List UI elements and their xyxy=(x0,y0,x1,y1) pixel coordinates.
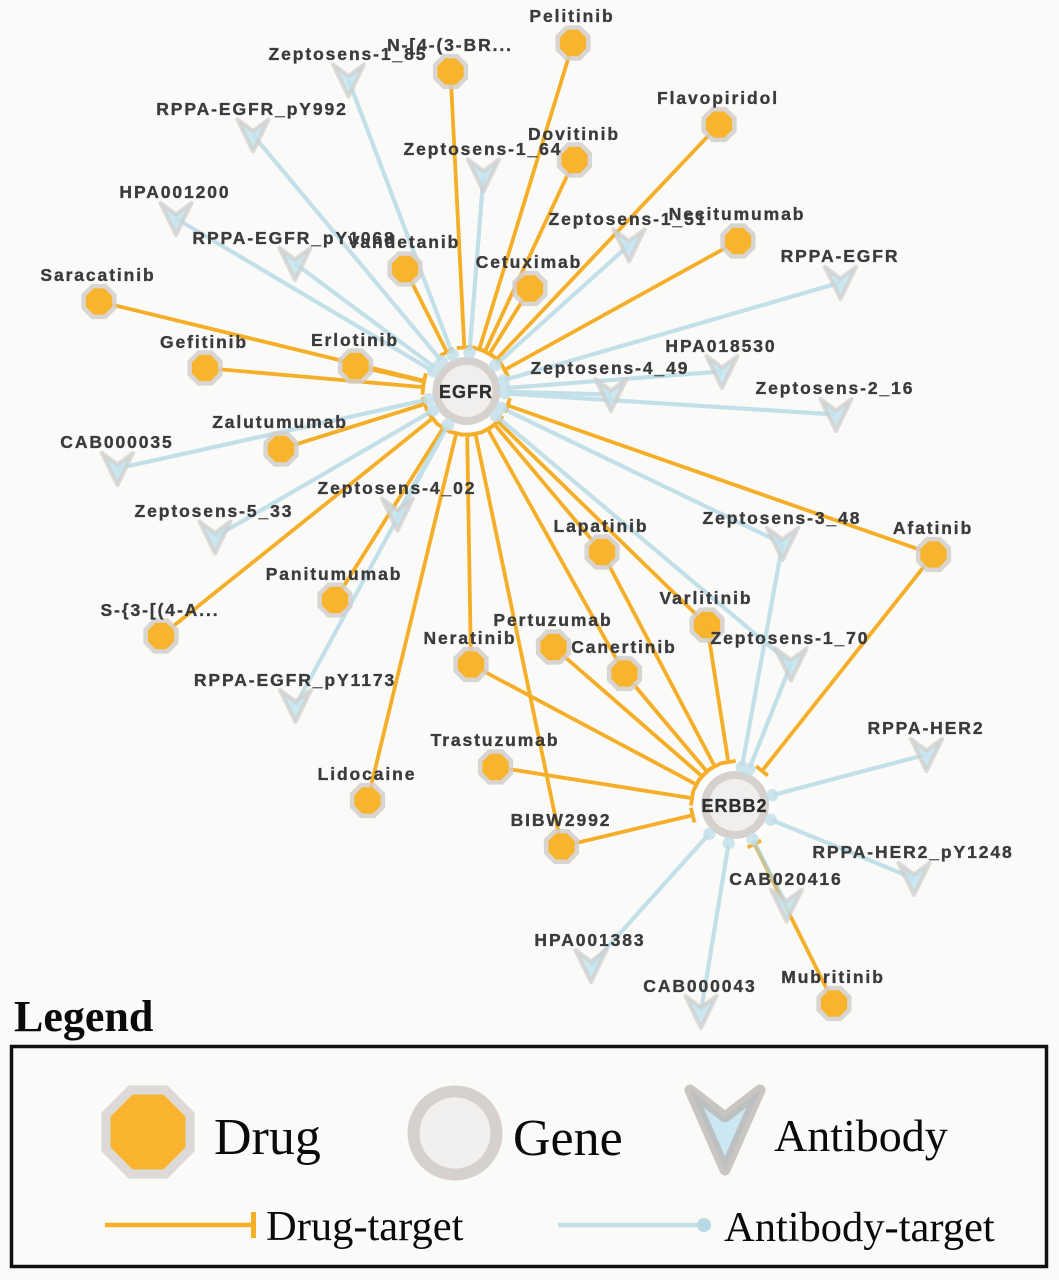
svg-text:Lapatinib: Lapatinib xyxy=(554,516,649,536)
svg-text:RPPA-EGFR_pY992: RPPA-EGFR_pY992 xyxy=(156,99,348,119)
svg-text:Canertinib: Canertinib xyxy=(571,637,677,657)
svg-text:RPPA-HER2_pY1248: RPPA-HER2_pY1248 xyxy=(812,842,1013,862)
svg-text:Erlotinib: Erlotinib xyxy=(311,330,399,350)
svg-text:N-[4-(3-BR...: N-[4-(3-BR... xyxy=(387,35,513,55)
svg-text:Antibody-target: Antibody-target xyxy=(724,1204,995,1251)
svg-text:Legend: Legend xyxy=(14,992,153,1041)
svg-text:Antibody: Antibody xyxy=(774,1110,948,1161)
svg-text:Neratinib: Neratinib xyxy=(424,628,517,648)
svg-text:Dovitinib: Dovitinib xyxy=(528,124,620,144)
svg-text:Zeptosens-4_49: Zeptosens-4_49 xyxy=(531,358,690,378)
svg-text:Gefitinib: Gefitinib xyxy=(160,332,248,352)
svg-text:RPPA-EGFR_pY1068: RPPA-EGFR_pY1068 xyxy=(192,228,395,248)
svg-text:Saracatinib: Saracatinib xyxy=(40,265,155,285)
svg-text:RPPA-EGFR_pY1173: RPPA-EGFR_pY1173 xyxy=(194,670,396,690)
svg-text:Lidocaine: Lidocaine xyxy=(318,764,417,784)
svg-text:S-{3-[(4-A...: S-{3-[(4-A... xyxy=(100,600,219,620)
svg-text:EGFR: EGFR xyxy=(439,382,493,402)
svg-text:Zeptosens-5_33: Zeptosens-5_33 xyxy=(135,501,294,521)
svg-text:Gene: Gene xyxy=(513,1110,623,1167)
svg-text:Drug-target: Drug-target xyxy=(266,1203,464,1250)
svg-text:HPA001200: HPA001200 xyxy=(119,182,230,202)
svg-text:BIBW2992: BIBW2992 xyxy=(511,810,612,830)
svg-text:Pertuzumab: Pertuzumab xyxy=(493,610,612,630)
svg-text:Zeptosens-2_16: Zeptosens-2_16 xyxy=(756,378,915,398)
svg-text:Flavopiridol: Flavopiridol xyxy=(657,88,779,108)
svg-text:Zeptosens-1_85: Zeptosens-1_85 xyxy=(269,44,428,64)
svg-text:Mubritinib: Mubritinib xyxy=(781,967,885,987)
svg-text:Pelitinib: Pelitinib xyxy=(529,6,614,26)
svg-text:ERBB2: ERBB2 xyxy=(701,796,767,816)
svg-text:Zeptosens-1_70: Zeptosens-1_70 xyxy=(711,628,870,648)
svg-text:Varlitinib: Varlitinib xyxy=(660,588,753,608)
svg-text:Zeptosens-4_02: Zeptosens-4_02 xyxy=(318,478,477,498)
svg-text:Cetuximab: Cetuximab xyxy=(476,252,583,272)
svg-text:Trastuzumab: Trastuzumab xyxy=(431,730,560,750)
svg-text:Zeptosens-1_51: Zeptosens-1_51 xyxy=(549,209,708,229)
svg-text:RPPA-HER2: RPPA-HER2 xyxy=(868,718,985,738)
svg-text:Panitumumab: Panitumumab xyxy=(266,564,403,584)
svg-text:CAB000035: CAB000035 xyxy=(60,432,173,452)
svg-text:Zeptosens-1_64: Zeptosens-1_64 xyxy=(404,139,563,159)
svg-text:Zalutumumab: Zalutumumab xyxy=(212,412,348,432)
svg-text:CAB020416: CAB020416 xyxy=(729,869,842,889)
svg-text:Afatinib: Afatinib xyxy=(893,518,973,538)
svg-text:HPA018530: HPA018530 xyxy=(665,336,776,356)
svg-text:CAB000043: CAB000043 xyxy=(643,976,756,996)
svg-text:Necitumumab: Necitumumab xyxy=(669,204,806,224)
svg-text:HPA001383: HPA001383 xyxy=(534,930,645,950)
svg-text:Drug: Drug xyxy=(214,1109,321,1166)
svg-text:Zeptosens-3_48: Zeptosens-3_48 xyxy=(703,508,862,528)
svg-text:RPPA-EGFR: RPPA-EGFR xyxy=(781,246,900,266)
svg-text:Vandetanib: Vandetanib xyxy=(348,232,460,252)
